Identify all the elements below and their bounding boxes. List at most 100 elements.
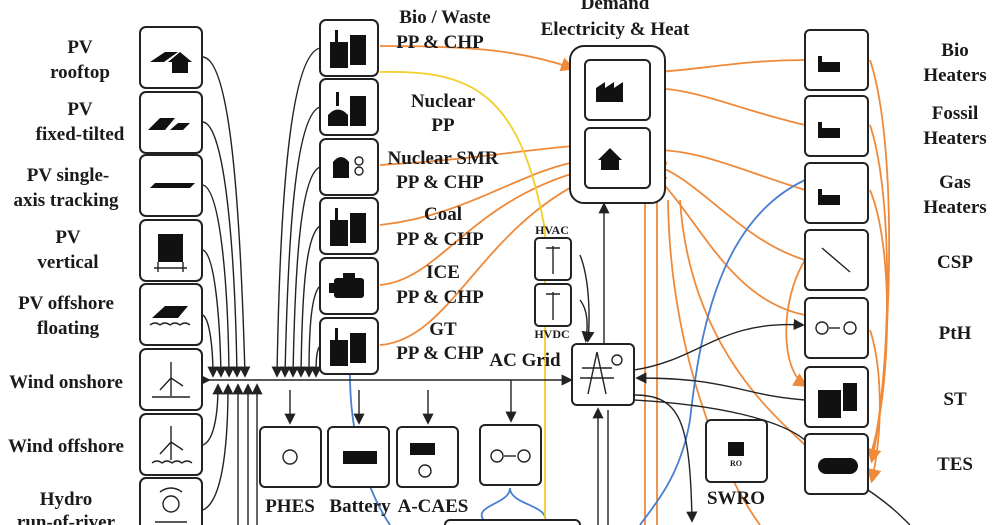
svg-text:SWRO: SWRO — [707, 488, 765, 509]
pylon-icon — [580, 351, 614, 395]
svg-text:Heaters: Heaters — [923, 65, 986, 86]
svg-text:PP & CHP: PP & CHP — [396, 287, 484, 308]
svg-text:floating: floating — [37, 318, 100, 339]
svg-text:Battery: Battery — [329, 496, 391, 517]
electricity-flows — [199, 47, 911, 525]
nuclear-plant-icon — [328, 92, 366, 126]
svg-text:GT: GT — [429, 319, 457, 340]
svg-text:run-of-river: run-of-river — [17, 512, 116, 525]
svg-text:Heaters: Heaters — [923, 128, 986, 149]
pv-fixed-tilted-icon — [148, 118, 190, 130]
heater-column — [804, 29, 869, 495]
grid-group: HVAC HVDC AC Grid — [489, 223, 635, 406]
gt-plant-box[interactable] — [319, 317, 379, 375]
pumped-hydro-icon — [282, 449, 298, 465]
desalination-icon — [728, 442, 744, 456]
engine-icon — [329, 273, 364, 298]
svg-text:PtH: PtH — [939, 323, 972, 344]
air-storage-icon — [410, 443, 435, 478]
bio-heater-box[interactable] — [804, 29, 869, 91]
transmission-tower-icon — [546, 246, 560, 274]
svg-text:Heaters: Heaters — [923, 197, 986, 218]
heater-icon — [818, 122, 840, 138]
svg-text:Bio / Waste: Bio / Waste — [399, 7, 491, 28]
pv-vertical-icon — [154, 234, 187, 272]
svg-text:HVAC: HVAC — [535, 223, 569, 237]
svg-text:A-CAES: A-CAES — [398, 496, 469, 517]
svg-text:Nuclear: Nuclear — [411, 91, 476, 112]
coal-plant-box[interactable] — [319, 197, 379, 255]
a-caes-box[interactable] — [396, 426, 459, 488]
svg-text:vertical: vertical — [37, 252, 98, 273]
svg-text:Bio: Bio — [941, 40, 968, 61]
ac-grid-box[interactable] — [571, 343, 635, 406]
svg-text:Wind onshore: Wind onshore — [9, 372, 123, 393]
storage-group: PHES Battery A-CAES — [259, 424, 581, 525]
svg-text:Fossil: Fossil — [932, 103, 978, 124]
heat-flows — [379, 45, 891, 525]
thermal-storage-icon — [818, 458, 858, 474]
plant-column — [319, 19, 379, 375]
svg-text:PP & CHP: PP & CHP — [396, 32, 484, 53]
svg-text:Gas: Gas — [939, 172, 971, 193]
phes-box[interactable] — [259, 426, 322, 488]
house-icon — [598, 148, 622, 170]
svg-text:HVDC: HVDC — [534, 327, 569, 341]
steam-turbine-icon — [818, 383, 857, 418]
svg-text:PV: PV — [67, 37, 93, 58]
nuclear-plant-box[interactable] — [319, 78, 379, 136]
bio-waste-plant-box[interactable] — [319, 19, 379, 77]
source-column — [139, 26, 203, 525]
svg-text:PV single-: PV single- — [27, 165, 110, 186]
power-to-heat-icon — [815, 321, 857, 335]
bottom-box[interactable] — [444, 519, 581, 525]
transmission-tower-icon — [546, 292, 560, 320]
heater-icon — [818, 56, 840, 72]
ac-symbol-icon — [611, 354, 623, 366]
bio-plant-icon — [330, 30, 366, 68]
svg-text:fixed-tilted: fixed-tilted — [36, 124, 125, 145]
svg-text:CSP: CSP — [937, 252, 973, 273]
gas-flow — [481, 487, 547, 523]
svg-text:Demand: Demand — [581, 0, 650, 14]
svg-text:PP & CHP: PP & CHP — [396, 229, 484, 250]
pv-rooftop-box[interactable] — [139, 26, 203, 89]
fuel-flow — [379, 70, 546, 520]
svg-text:ICE: ICE — [426, 262, 460, 283]
power-to-gas-box[interactable] — [479, 424, 542, 486]
svg-text:PP: PP — [431, 115, 455, 136]
svg-text:axis tracking: axis tracking — [13, 190, 119, 211]
svg-text:PHES: PHES — [265, 496, 315, 517]
heater-icon — [818, 189, 840, 205]
svg-text:Electricity & Heat: Electricity & Heat — [541, 19, 690, 40]
svg-text:PV: PV — [67, 99, 93, 120]
fossil-heater-box[interactable] — [804, 95, 869, 157]
pv-floating-icon — [149, 306, 191, 326]
gas-flow — [639, 179, 806, 525]
svg-text:PV offshore: PV offshore — [18, 293, 114, 314]
gas-heater-box[interactable] — [804, 162, 869, 224]
battery-icon — [343, 451, 377, 464]
demand-group: Demand Electricity & Heat — [541, 0, 690, 204]
svg-text:Hydro: Hydro — [40, 489, 92, 510]
svg-text:PP & CHP: PP & CHP — [396, 343, 484, 364]
svg-text:PP & CHP: PP & CHP — [396, 172, 484, 193]
svg-text:Coal: Coal — [424, 204, 462, 225]
coal-plant-icon — [330, 208, 366, 246]
factory-icon — [596, 82, 623, 102]
svg-text:ST: ST — [943, 389, 967, 410]
solar-trough-icon — [821, 247, 851, 273]
hydro-box[interactable] — [139, 477, 203, 525]
svg-text:Nuclear SMR: Nuclear SMR — [388, 148, 499, 169]
swro-group: RO SWRO — [705, 419, 768, 509]
power-to-gas-icon — [490, 449, 531, 463]
svg-text:PV: PV — [55, 227, 81, 248]
wind-offshore-icon — [151, 426, 193, 464]
svg-text:TES: TES — [937, 454, 973, 475]
pv-tracking-icon — [150, 183, 195, 188]
svg-text:Wind offshore: Wind offshore — [8, 436, 124, 457]
